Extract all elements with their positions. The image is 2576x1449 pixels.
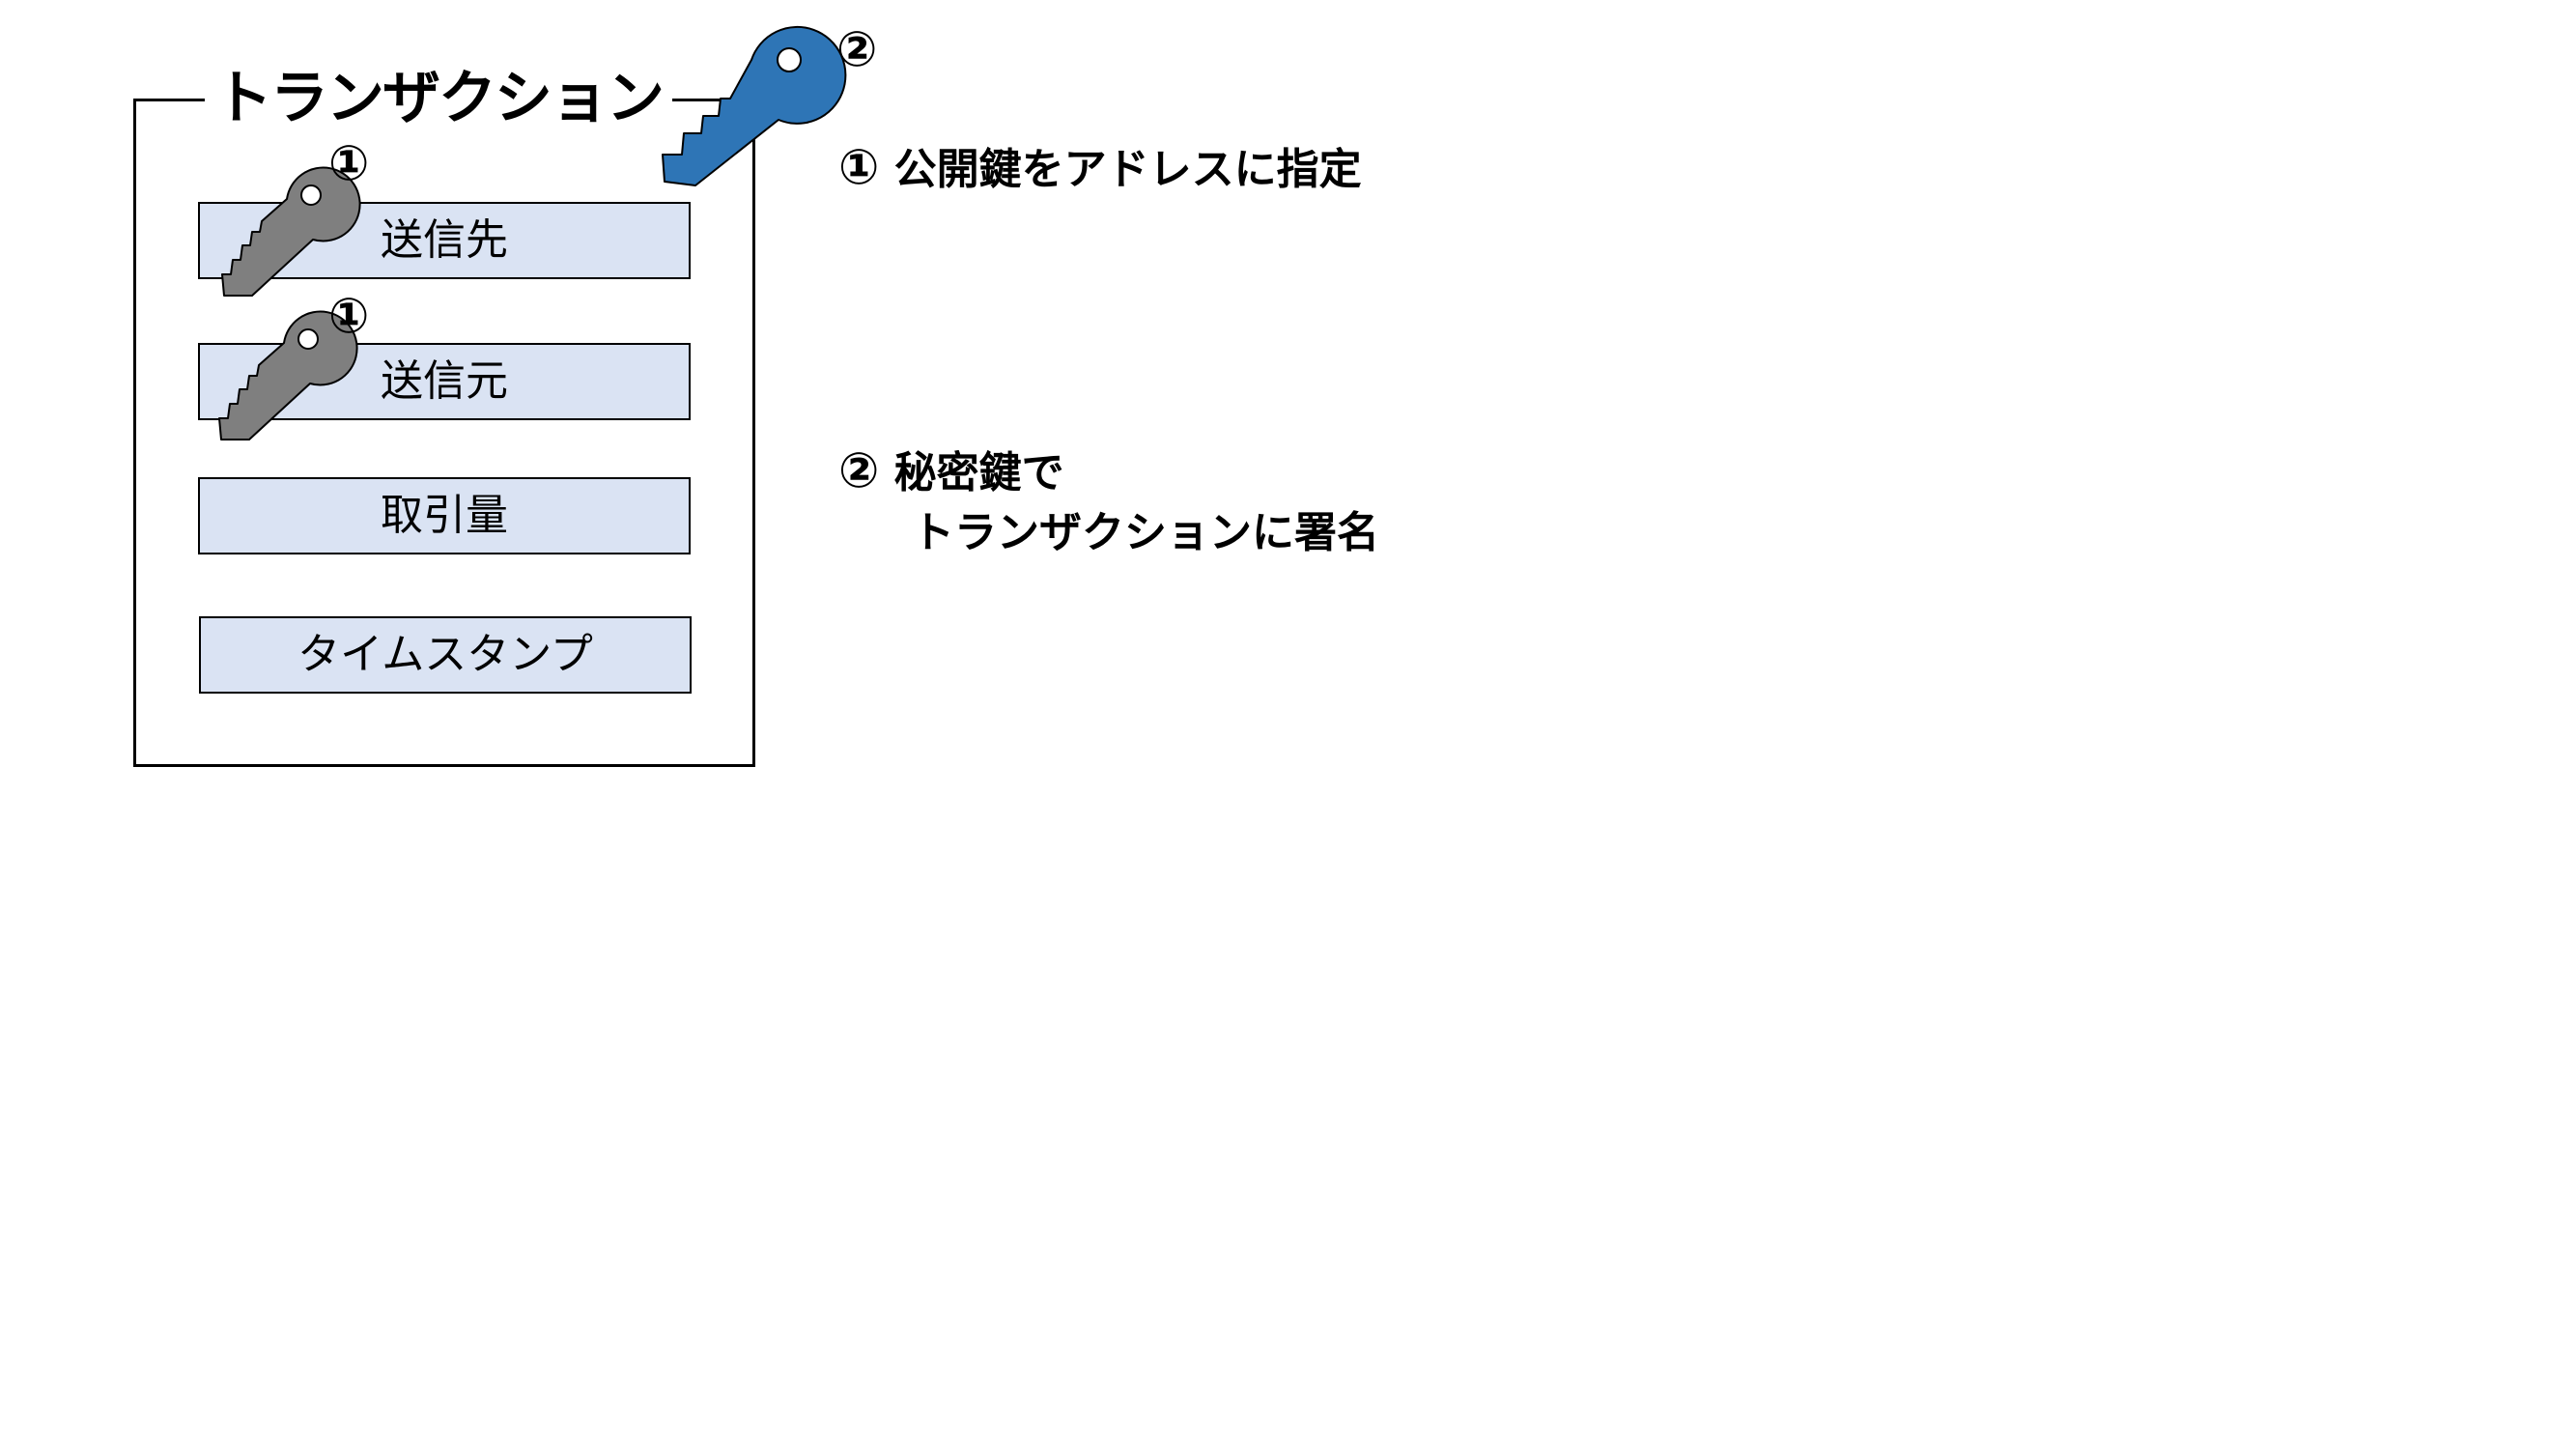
key-shape	[218, 310, 358, 440]
marker-1: ①	[328, 135, 370, 191]
field-timestamp: タイムスタンプ	[199, 616, 692, 694]
legend-item-private-key: ② 秘密鍵で トランザクションに署名	[838, 440, 1379, 563]
public-key-icon	[218, 310, 358, 440]
marker-2: ②	[836, 21, 878, 77]
legend-marker: ②	[838, 442, 880, 498]
public-key-icon	[221, 166, 361, 297]
field-amount: 取引量	[198, 477, 691, 554]
field-label: 送信元	[381, 356, 508, 406]
legend-text-line2: トランザクションに署名	[912, 508, 1379, 557]
field-label: タイムスタンプ	[297, 630, 593, 679]
marker-1: ①	[328, 288, 370, 344]
legend-text: 秘密鍵で	[893, 448, 1064, 497]
legend-text: 公開鍵をアドレスに指定	[893, 145, 1362, 194]
private-key-icon	[662, 25, 847, 186]
key-shape	[221, 166, 361, 297]
field-label: 送信先	[381, 215, 508, 265]
transaction-title: トランザクション	[205, 60, 672, 137]
field-label: 取引量	[381, 491, 508, 540]
legend-item-public-key: ① 公開鍵をアドレスに指定	[838, 137, 1362, 200]
key-shape	[662, 25, 847, 186]
legend-marker: ①	[838, 139, 880, 195]
